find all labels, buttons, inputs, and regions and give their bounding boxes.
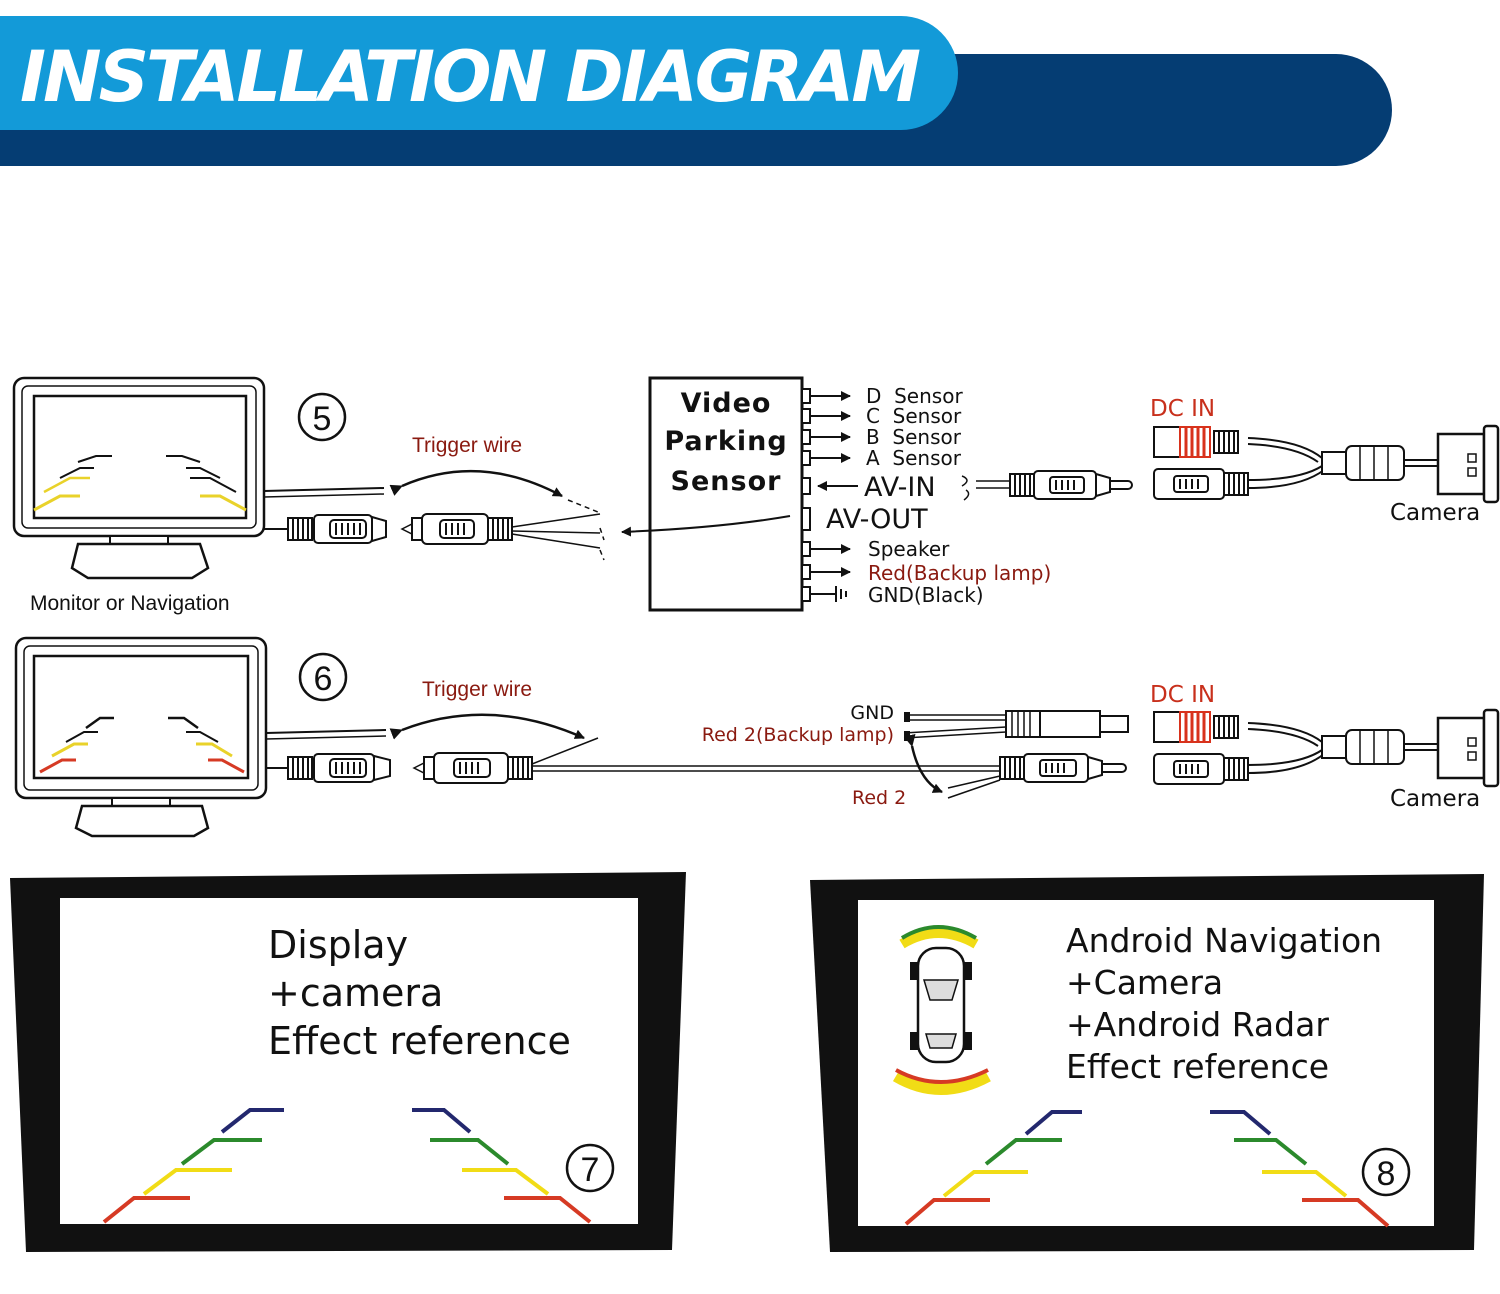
step-7-circle xyxy=(565,1143,615,1193)
red2-double-arrow xyxy=(903,733,943,794)
av-out-arrow xyxy=(621,515,791,537)
monitor-icon xyxy=(12,376,266,580)
trigger-double-arrow xyxy=(389,713,585,740)
diagram-6: 6 Trigger wire xyxy=(14,636,1500,838)
display8-line-1: Android Navigation xyxy=(1066,921,1382,960)
display8-line-2: +Camera xyxy=(1066,963,1223,1002)
camera-icon xyxy=(1436,424,1500,504)
parking-guide-lines xyxy=(102,1108,592,1224)
car-radar-icon xyxy=(892,925,991,1095)
step-5-number: 5 xyxy=(313,400,332,438)
rca-connector xyxy=(287,514,387,544)
box-line-3: Sensor xyxy=(671,466,782,497)
rca-connector xyxy=(999,753,1127,783)
rca-connector xyxy=(1009,470,1133,500)
rca-connector xyxy=(400,513,513,545)
dc-plug-connector xyxy=(1005,710,1129,738)
step-6-circle xyxy=(298,652,348,702)
dc-in-label: DC IN xyxy=(1150,682,1215,708)
banner-front xyxy=(0,16,958,130)
port-pins xyxy=(801,388,811,602)
rca-connector xyxy=(1153,753,1249,785)
monitor-caption: Monitor or Navigation xyxy=(30,592,230,615)
dc-in-connector xyxy=(1153,711,1239,743)
trigger-double-arrow xyxy=(389,469,563,498)
camera-icon xyxy=(1436,708,1500,788)
box-line-2: Parking xyxy=(664,426,787,457)
step-7-number: 7 xyxy=(581,1151,600,1189)
display-8: Android Navigation +Camera +Android Rada… xyxy=(810,874,1484,1252)
camera-label: Camera xyxy=(1390,786,1480,812)
display7-line-2: +camera xyxy=(268,971,443,1015)
banner-title: INSTALLATION DIAGRAM xyxy=(20,36,921,118)
rca-connector xyxy=(412,752,533,784)
monitor-icon xyxy=(14,636,268,838)
camera-label: Camera xyxy=(1390,500,1480,526)
display7-line-3: Effect reference xyxy=(268,1019,571,1063)
port-speaker: Speaker xyxy=(868,537,950,561)
trigger-wire-label: Trigger wire xyxy=(412,434,522,457)
box-line-1: Video xyxy=(681,388,772,419)
trigger-wire-label: Trigger wire xyxy=(422,678,532,701)
port-av-in: AV-IN xyxy=(864,472,936,503)
red2-label: Red 2 xyxy=(852,787,906,809)
dc-in-connector xyxy=(1153,426,1239,458)
step-8-circle xyxy=(1361,1147,1411,1197)
gnd-label: GND xyxy=(850,702,894,724)
video-parking-sensor-box xyxy=(648,376,804,612)
port-gnd-black: GND(Black) xyxy=(868,583,984,607)
port-c-sensor: C Sensor xyxy=(866,404,962,428)
red2-backup-label: Red 2(Backup lamp) xyxy=(702,724,894,746)
step-5-circle xyxy=(297,392,347,442)
step-6-number: 6 xyxy=(314,660,333,698)
port-av-out: AV-OUT xyxy=(826,504,928,535)
port-d-sensor: D Sensor xyxy=(866,384,963,408)
dc-in-label: DC IN xyxy=(1150,396,1215,422)
parking-guide-lines xyxy=(904,1110,1390,1228)
display7-line-1: Display xyxy=(268,923,408,967)
port-b-sensor: B Sensor xyxy=(866,425,962,449)
display-7: Display +camera Effect reference 7 xyxy=(10,872,686,1252)
port-arrows xyxy=(810,391,858,602)
diagram-5: Monitor or Navigation 5 Trigger wire xyxy=(12,376,1500,615)
port-a-sensor: A Sensor xyxy=(866,446,962,470)
rca-connector xyxy=(287,753,391,783)
rca-connector xyxy=(1153,468,1249,500)
port-red-backup: Red(Backup lamp) xyxy=(868,561,1051,585)
step-8-number: 8 xyxy=(1377,1155,1396,1193)
display8-line-3: +Android Radar xyxy=(1066,1005,1329,1044)
display8-line-4: Effect reference xyxy=(1066,1047,1329,1086)
